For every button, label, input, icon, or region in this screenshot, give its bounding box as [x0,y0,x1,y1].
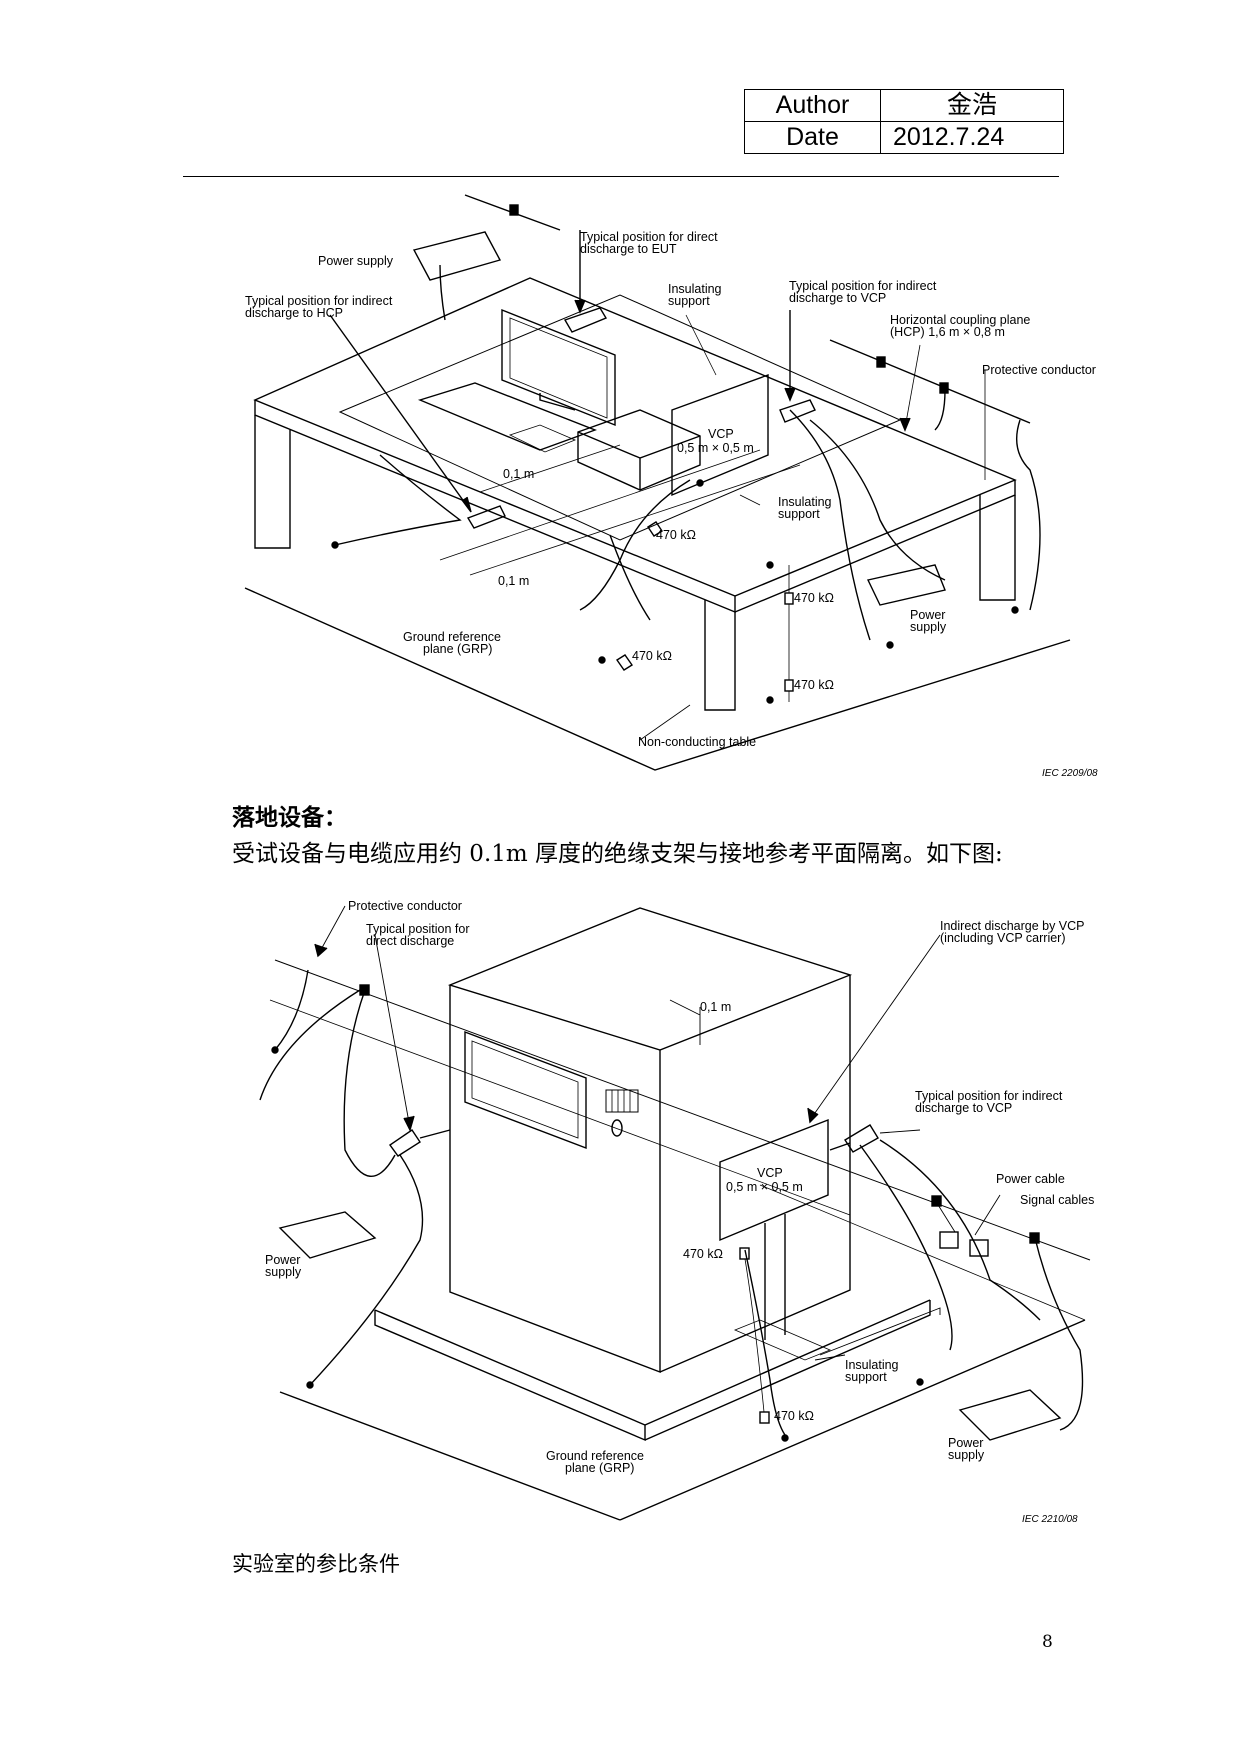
fig2-label-direct-1: Typical position for [366,922,470,936]
header-rule [183,176,1059,177]
author-value: 金浩 [880,89,1064,122]
fig2-label-indirect-vcp-1: Indirect discharge by VCP [940,919,1085,933]
fig2-label-indirect-vcp-2: (including VCP carrier) [940,931,1066,945]
fig1-label-res-4: 470 kΩ [794,678,834,692]
fig1-label-power-r-2: supply [910,620,947,634]
figure-table-top-setup: Power supply Typical position for direct… [244,194,1098,779]
fig2-label-signal-cables: Signal cables [1020,1193,1094,1207]
fig1-label-power-supply: Power supply [318,254,394,268]
fig1-label-res-2: 470 kΩ [794,591,834,605]
fig2-label-dim: 0,1 m [700,1000,731,1014]
fig1-label-hcp-1: Horizontal coupling plane [890,313,1030,327]
fig1-label-direct-1: Typical position for direct [580,230,718,244]
section-paragraph: 受试设备与电缆应用约 0.1m 厚度的绝缘支架与接地参考平面隔离。如下图: [232,841,1003,867]
fig1-label-insulating-mid-2: support [778,507,820,521]
fig2-label-direct-2: direct discharge [366,934,454,948]
fig1-label-table: Non-conducting table [638,735,756,749]
fig1-label-grp-1: Ground reference [403,630,501,644]
fig2-label-insulating-2: support [845,1370,887,1384]
fig2-label-vcp-1: VCP [757,1166,783,1180]
fig2-label-vcp-2: 0,5 m × 0,5 m [726,1180,803,1194]
document-header-table: Author 金浩 Date 2012.7.24 [744,89,1064,154]
fig1-label-insulating-top-2: support [668,294,710,308]
fig2-label-grp-2: plane (GRP) [565,1461,634,1475]
fig2-label-typ-indirect-1: Typical position for indirect [915,1089,1063,1103]
fig1-label-insulating-mid-1: Insulating [778,495,832,509]
fig1-label-dim-a: 0,1 m [503,467,534,481]
fig2-label-res-1: 470 kΩ [683,1247,723,1261]
fig2-label-res-2: 470 kΩ [774,1409,814,1423]
fig1-label-indirect-vcp-1: Typical position for indirect [789,279,937,293]
section-heading: 落地设备： [232,804,347,831]
fig2-label-protective: Protective conductor [348,899,462,913]
page-number: 8 [1042,1632,1053,1652]
author-label: Author [744,89,881,122]
fig1-label-res-1: 470 kΩ [656,528,696,542]
fig1-label-power-r-1: Power [910,608,945,622]
fig1-label-grp-2: plane (GRP) [423,642,492,656]
figure-floor-standing-setup: Protective conductor Typical position fo… [259,899,1094,1525]
fig1-label-direct-2: discharge to EUT [580,242,677,256]
figure-caption: 实验室的参比条件 [232,1552,400,1576]
date-label: Date [744,121,881,154]
fig1-iec-ref: IEC 2209/08 [1042,768,1098,779]
fig2-label-power-r-2: supply [948,1448,985,1462]
fig1-label-insulating-top-1: Insulating [668,282,722,296]
fig2-label-power-l-1: Power [265,1253,300,1267]
fig1-label-indirect-hcp-1: Typical position for indirect [245,294,393,308]
fig2-label-power-l-2: supply [265,1265,302,1279]
fig2-iec-ref: IEC 2210/08 [1022,1514,1078,1525]
fig2-label-power-r-1: Power [948,1436,983,1450]
fig1-label-protective: Protective conductor [982,363,1096,377]
fig1-label-hcp-2: (HCP) 1,6 m × 0,8 m [890,325,1005,339]
fig2-label-typ-indirect-2: discharge to VCP [915,1101,1012,1115]
fig1-label-indirect-vcp-2: discharge to VCP [789,291,886,305]
fig1-label-res-3: 470 kΩ [632,649,672,663]
fig2-label-grp-1: Ground reference [546,1449,644,1463]
fig1-label-indirect-hcp-2: discharge to HCP [245,306,343,320]
date-value: 2012.7.24 [880,121,1064,154]
fig1-label-vcp-1: VCP [708,427,734,441]
fig1-label-dim-b: 0,1 m [498,574,529,588]
fig2-label-insulating-1: Insulating [845,1358,899,1372]
fig1-label-vcp-2: 0,5 m × 0,5 m [677,441,754,455]
fig2-label-power-cable: Power cable [996,1172,1065,1186]
